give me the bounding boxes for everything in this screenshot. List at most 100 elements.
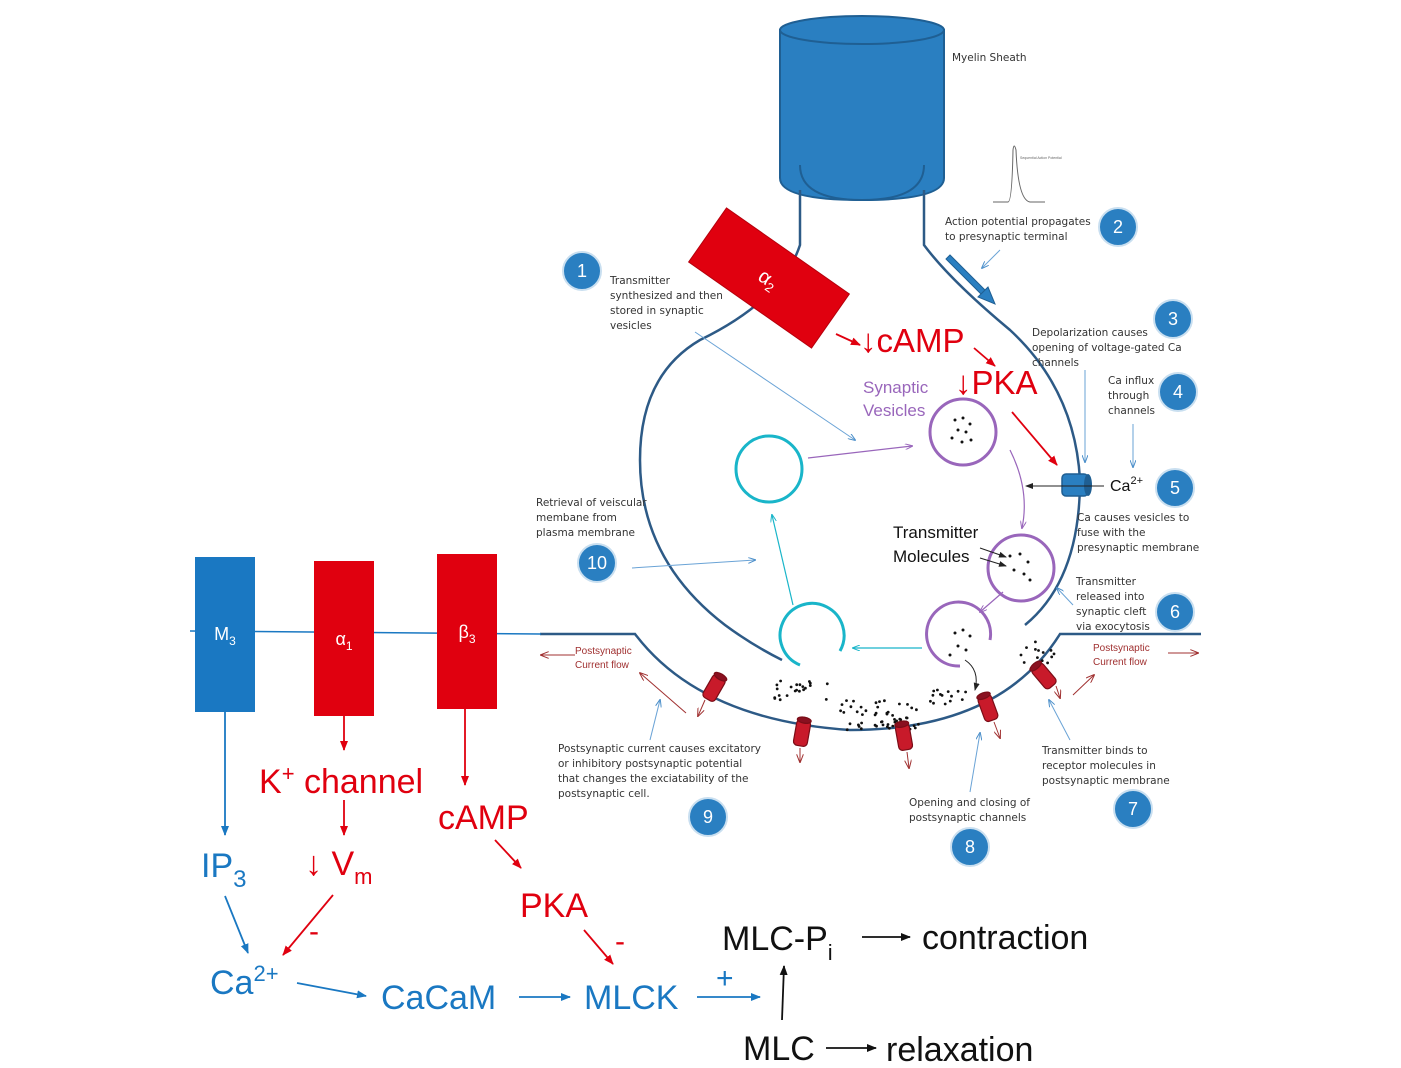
transmitter-pointer-2 bbox=[979, 557, 1007, 567]
myelin-sheath bbox=[779, 15, 945, 202]
step-5-line-3: presynaptic membrane bbox=[1077, 542, 1199, 554]
transmitter-dot bbox=[777, 694, 781, 697]
transmitter-dot bbox=[1022, 661, 1026, 664]
action-potential-graph: Sequential Action Potential bbox=[993, 145, 1062, 203]
step-2-number: 2 bbox=[1113, 217, 1123, 237]
beta3-receptor: β3 bbox=[437, 554, 497, 709]
transmitter-dot bbox=[895, 719, 898, 723]
transmitter-dot bbox=[885, 712, 889, 716]
transmitter-dot bbox=[1037, 649, 1040, 652]
step-2-line-1: Action potential propagates bbox=[945, 216, 1091, 228]
transmitter-dot bbox=[798, 689, 801, 693]
step-4-line-1: Ca influx bbox=[1108, 375, 1154, 387]
contraction-label: contraction bbox=[922, 919, 1088, 957]
transmitter-dot bbox=[874, 701, 878, 705]
step-7-line-2: receptor molecules in bbox=[1042, 760, 1156, 772]
step-9: 9 Postsynaptic current causes excitatory… bbox=[558, 700, 761, 837]
current-flow-right-diag bbox=[1072, 675, 1094, 696]
transmitter-dot bbox=[886, 725, 889, 729]
transmitter-molecules-label-1: Transmitter bbox=[893, 523, 979, 542]
transmitter-dot bbox=[887, 726, 891, 730]
step-5-line-1: Ca causes vesicles to bbox=[1077, 512, 1189, 524]
transmitter-dot bbox=[825, 682, 829, 686]
minus-sign-1: - bbox=[309, 915, 319, 948]
ca-to-cacam-arrow bbox=[296, 982, 367, 999]
transmitter-cloud bbox=[773, 640, 1056, 735]
recycled-to-vesicle-arrow bbox=[807, 446, 912, 459]
vesicle-filled-2 bbox=[986, 533, 1056, 603]
transmitter-dot bbox=[824, 698, 828, 701]
transmitter-dot bbox=[793, 689, 797, 693]
step-1-line-1: Transmitter bbox=[609, 275, 671, 287]
receptor-current-arrows bbox=[698, 685, 1060, 768]
pka-to-ca-channel-arrow bbox=[1011, 411, 1058, 466]
transmitter-dot bbox=[886, 723, 890, 726]
transmitter-dot bbox=[1019, 653, 1023, 657]
ip3-to-ca-arrow bbox=[224, 895, 249, 954]
transmitter-dot bbox=[849, 705, 853, 709]
transmitter-dot bbox=[1052, 652, 1056, 656]
svg-text:M3: M3 bbox=[214, 624, 236, 648]
alpha2-to-camp-arrow bbox=[835, 333, 861, 346]
transmitter-dot bbox=[874, 711, 878, 715]
step-6-number: 6 bbox=[1170, 602, 1180, 622]
vesicle-move-arrow-2 bbox=[980, 591, 1004, 612]
transmitter-dot bbox=[1025, 646, 1028, 649]
transmitter-dot bbox=[931, 693, 935, 697]
postsynaptic-receptors bbox=[702, 660, 1057, 751]
mlc-to-mlcp-arrow bbox=[779, 965, 788, 1021]
pka-label: PKA bbox=[520, 887, 588, 925]
transmitter-dot bbox=[898, 717, 902, 721]
synaptic-vesicles-label-2: Vesicles bbox=[863, 401, 925, 420]
step-5: 5 Ca causes vesicles to fuse with the pr… bbox=[1077, 468, 1199, 554]
transmitter-dot bbox=[855, 710, 859, 714]
presynaptic-pka: ↓PKA bbox=[955, 364, 1038, 401]
step-3-line-2: opening of voltage-gated Ca bbox=[1032, 342, 1182, 354]
transmitter-dot bbox=[913, 726, 917, 730]
transmitter-dot bbox=[861, 713, 864, 716]
transmitter-dot bbox=[839, 709, 842, 713]
transmitter-dot bbox=[808, 681, 812, 685]
k-channel-label: K+ channel bbox=[259, 761, 423, 801]
step-3-number: 3 bbox=[1168, 309, 1178, 329]
step-4: 4 Ca influx through channels bbox=[1108, 372, 1198, 467]
transmitter-dot bbox=[948, 699, 952, 703]
transmitter-dot bbox=[852, 699, 855, 703]
vesicle-fusing bbox=[925, 600, 993, 691]
alpha2-receptor: α2 bbox=[687, 207, 851, 349]
transmitter-dot bbox=[860, 721, 863, 725]
step-6: 6 Transmitter released into synaptic cle… bbox=[1057, 576, 1195, 633]
transmitter-dot bbox=[808, 684, 812, 687]
current-flow-right-label-1: Postsynaptic bbox=[1093, 643, 1150, 654]
mlc-label: MLC bbox=[743, 1030, 815, 1068]
step-9-line-3: that changes the exciatability of the bbox=[558, 773, 748, 785]
transmitter-dot bbox=[1041, 651, 1045, 654]
mlck-label: MLCK bbox=[584, 979, 679, 1017]
transmitter-dot bbox=[891, 724, 895, 728]
camp-to-pka-arrow-2 bbox=[494, 839, 522, 869]
transmitter-dot bbox=[789, 685, 793, 689]
presynaptic-camp: ↓cAMP bbox=[860, 322, 965, 359]
transmitter-dot bbox=[779, 679, 782, 683]
vesicle-recycled bbox=[734, 434, 804, 504]
plus-sign: + bbox=[716, 962, 734, 995]
ca-channel bbox=[1061, 473, 1092, 497]
ip3-label: IP3 bbox=[201, 847, 246, 893]
step-6-line-4: via exocytosis bbox=[1076, 621, 1150, 633]
transmitter-dot bbox=[960, 698, 964, 701]
transmitter-dot bbox=[1046, 661, 1049, 665]
step-8-line-1: Opening and closing of bbox=[909, 797, 1030, 809]
transmitter-dot bbox=[883, 699, 886, 703]
transmitter-dot bbox=[940, 694, 944, 697]
step-10: 10 Retrieval of veiscular membane from p… bbox=[536, 497, 755, 583]
current-flow-left-label-1: Postsynaptic bbox=[575, 646, 632, 657]
pka-to-mlck-arrow bbox=[583, 929, 614, 965]
transmitter-dot bbox=[798, 683, 802, 687]
step-4-line-2: through bbox=[1108, 390, 1149, 402]
mlc-p-label: MLC-Pi bbox=[722, 920, 833, 965]
m3-receptor: M3 bbox=[195, 557, 255, 712]
ap-graph-label: Sequential Action Potential bbox=[1020, 156, 1062, 160]
ca-ion-label: Ca2+ bbox=[1110, 475, 1143, 495]
step-1: 1 Transmitter synthesized and then store… bbox=[562, 251, 855, 440]
transmitter-dot bbox=[880, 720, 883, 724]
